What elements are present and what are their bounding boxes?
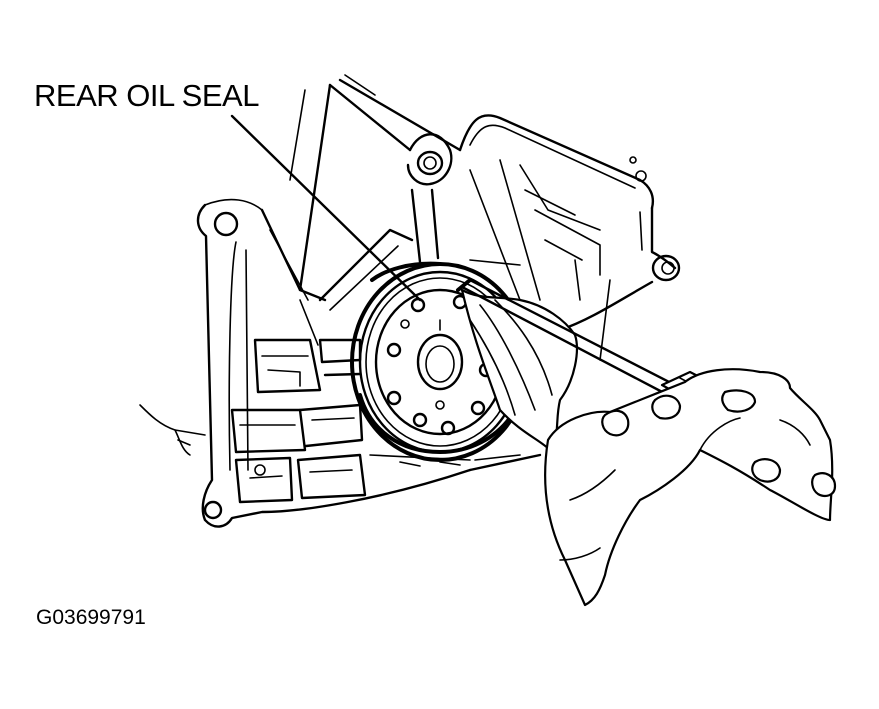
figure-code: G03699791 — [36, 606, 146, 629]
callout-leader-line — [230, 114, 422, 302]
engine-block-housing — [139, 74, 681, 528]
crankshaft-flange — [374, 288, 506, 436]
technician-hand — [544, 368, 837, 607]
rear-oil-seal-label: REAR OIL SEAL — [34, 78, 259, 113]
